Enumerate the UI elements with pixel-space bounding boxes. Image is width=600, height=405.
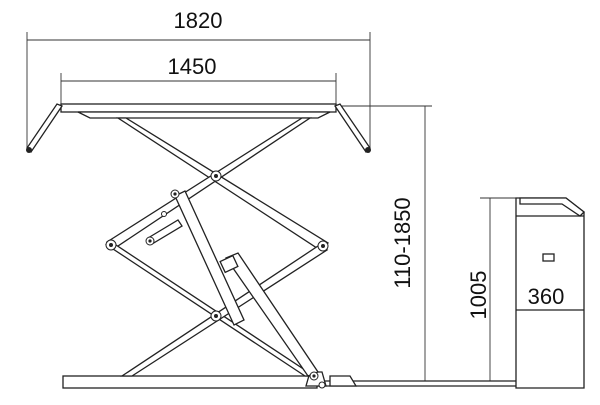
control-unit-width-label: 360 — [528, 284, 565, 309]
control-unit-height-label: 1005 — [466, 271, 491, 320]
overall-width-dimension: 1820 — [26, 8, 371, 150]
control-unit: 360 — [515, 197, 585, 389]
scissor-arms — [104, 117, 330, 377]
lift-height-label: 110-1850 — [390, 197, 415, 288]
overall-width-label: 1820 — [174, 8, 223, 33]
control-unit-height-dimension: 1005 — [466, 197, 516, 381]
lift-height-dimension: 110-1850 — [336, 105, 432, 381]
pivot-pins — [105, 170, 329, 389]
control-unit-indicator — [542, 253, 555, 262]
platform-length-label: 1450 — [168, 54, 217, 79]
platform-length-dimension: 1450 — [60, 54, 337, 104]
lift-platform — [26, 103, 371, 154]
